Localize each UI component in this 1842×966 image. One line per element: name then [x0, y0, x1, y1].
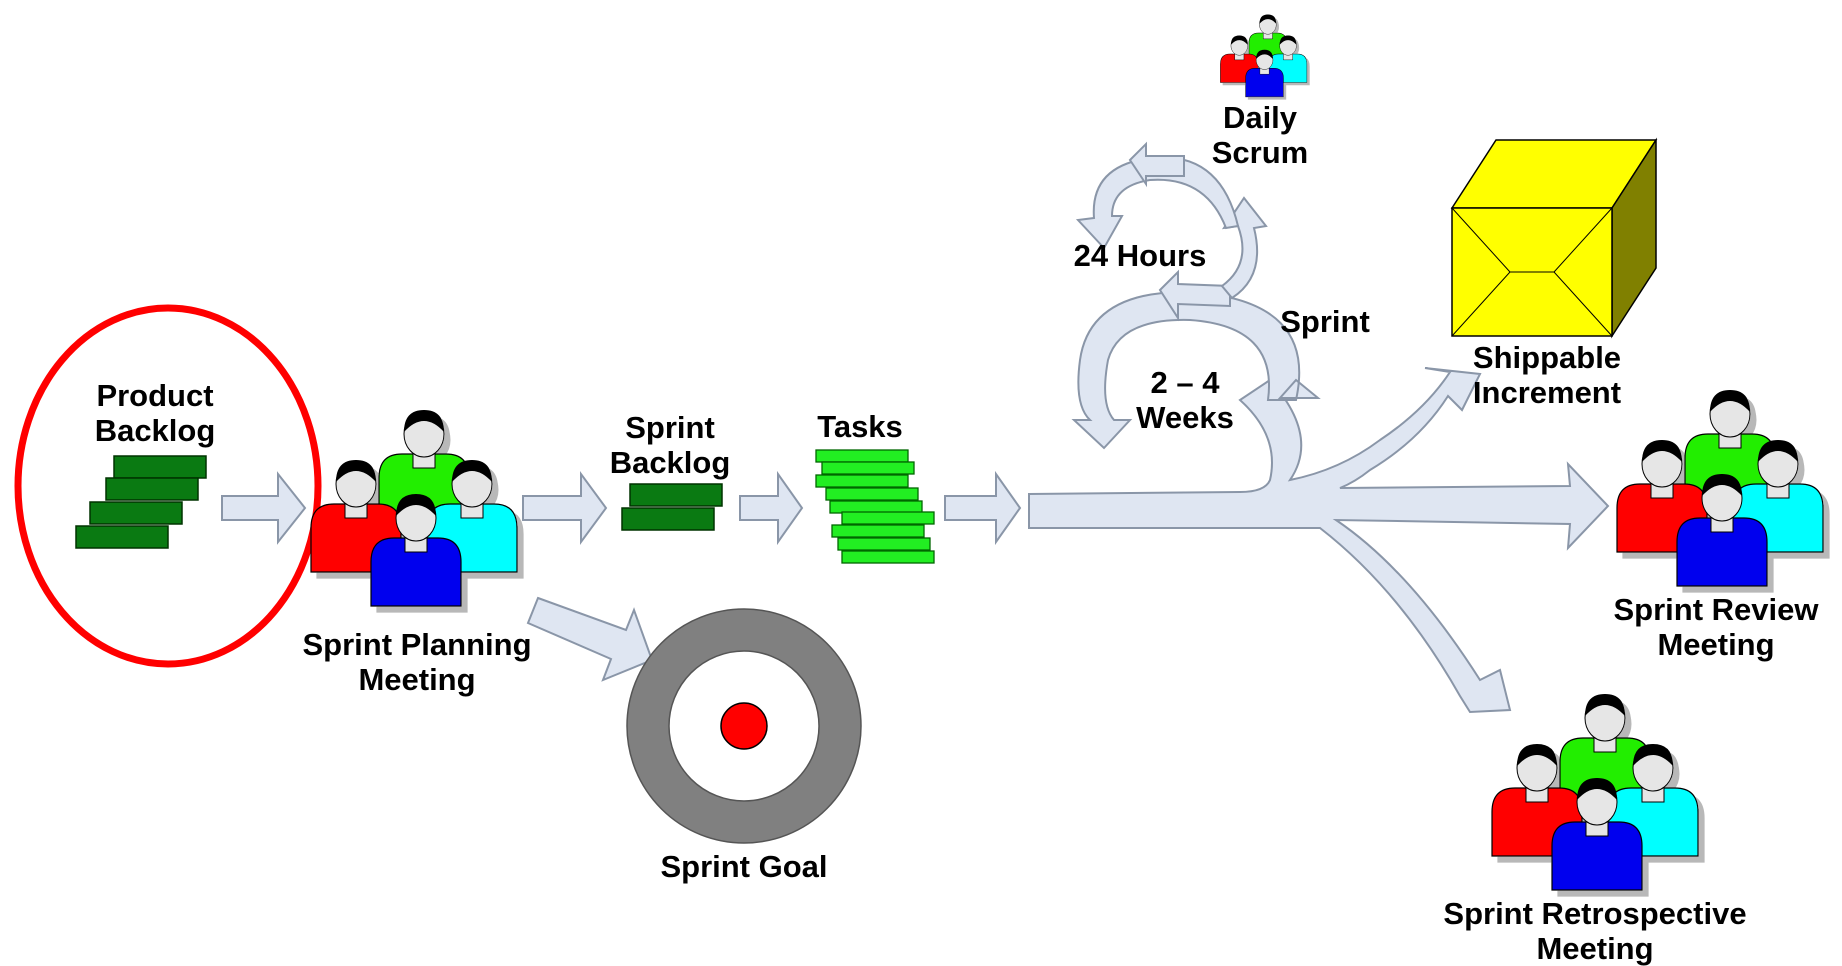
sprint-goal-label: Sprint Goal	[660, 849, 828, 884]
team-icon	[1220, 15, 1307, 97]
highlight-circle	[14, 304, 322, 668]
daily-scrum-label: Daily Scrum	[1211, 100, 1309, 170]
arrow-icon	[526, 596, 654, 682]
sprint-trunk-arrow-icon	[1028, 367, 1610, 714]
task-stack-icon	[815, 449, 935, 564]
hours-label: 24 Hours	[1073, 238, 1207, 273]
daily-cycle-arrow-icon	[1075, 156, 1240, 250]
sprint-review-label: Sprint Review Meeting	[1613, 592, 1819, 662]
arrow-icon	[739, 470, 804, 546]
team-icon	[311, 410, 517, 606]
target-icon	[626, 608, 862, 844]
sprint-planning-label: Sprint Planning Meeting	[302, 627, 532, 697]
sprint-retrospective-label: Sprint Retrospective Meeting	[1443, 896, 1747, 966]
team-icon	[1492, 694, 1698, 890]
shippable-increment-label: Shippable Increment	[1472, 340, 1622, 410]
sprint-backlog-stack-icon	[621, 483, 723, 531]
sprint-backlog-label: Sprint Backlog	[609, 410, 731, 480]
arrow-icon	[221, 471, 307, 545]
daily-cycle-head-icon	[1128, 141, 1185, 188]
weeks-label: 2 – 4 Weeks	[1136, 365, 1234, 435]
arrow-icon	[522, 470, 608, 546]
arrow-icon	[944, 470, 1022, 546]
product-backlog-stack-icon	[75, 455, 207, 549]
box-icon	[1450, 137, 1658, 339]
product-backlog-label: Product Backlog	[94, 378, 216, 448]
team-icon	[1617, 390, 1823, 586]
sprint-label: Sprint	[1280, 304, 1370, 339]
tasks-label: Tasks	[817, 409, 903, 444]
